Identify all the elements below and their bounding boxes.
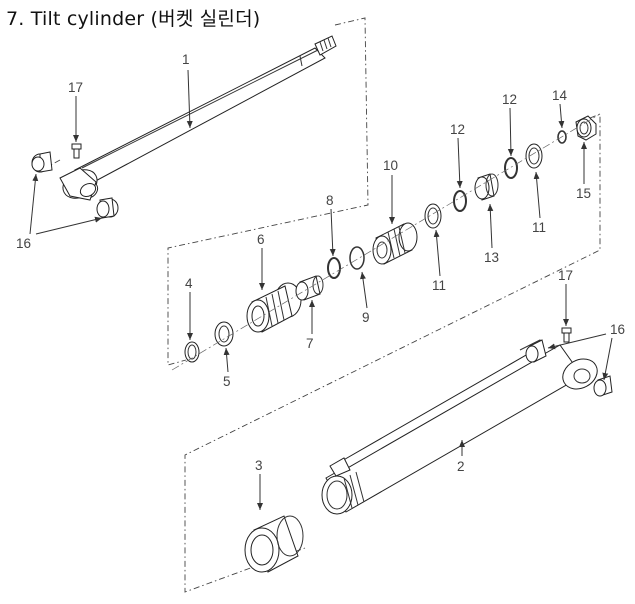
part-label-7: 7: [306, 336, 314, 351]
part-label-16b: 16: [610, 322, 625, 337]
part-label-10: 10: [383, 158, 398, 173]
part-label-17b: 17: [558, 268, 573, 283]
gland-part: [246, 282, 302, 333]
part-label-1: 1: [182, 52, 190, 67]
part-label-6: 6: [257, 232, 265, 247]
part-label-8: 8: [326, 193, 334, 208]
part-number-labels: 1 2 3 4 5 6 7 8 9 10 11 11 12 12 13 14 1…: [16, 52, 625, 474]
seal-parts-4-5: [184, 321, 234, 363]
part-label-11b: 11: [532, 220, 546, 235]
part-label-13: 13: [484, 250, 499, 265]
part-label-11a: 11: [432, 278, 446, 293]
part-label-12a: 12: [450, 122, 465, 137]
spacer-part: [295, 275, 324, 301]
part-label-2: 2: [457, 459, 465, 474]
part-label-12b: 12: [502, 92, 517, 107]
part-label-14: 14: [552, 88, 568, 103]
piston-rod-part: [59, 35, 337, 201]
head-nut-part: [244, 515, 304, 573]
page-title: 7. Tilt cylinder (버켓 실린더): [6, 8, 261, 30]
oring-parts-8-9: [327, 246, 365, 279]
centerline: [171, 113, 601, 371]
part-label-3: 3: [255, 458, 263, 473]
bushing-part-left: [31, 151, 119, 219]
bushing-part-right: [525, 339, 613, 397]
part-label-9: 9: [362, 310, 370, 325]
part-label-4: 4: [185, 276, 193, 291]
part-label-15: 15: [576, 186, 591, 201]
cylinder-tube-part: [321, 327, 598, 515]
nut-washer-parts: [557, 115, 597, 144]
seal-parts-11-12-13: [424, 143, 543, 229]
part-label-17a: 17: [68, 80, 83, 95]
leader-lines: [29, 69, 613, 510]
part-label-16a: 16: [16, 236, 31, 251]
part-label-5: 5: [223, 374, 231, 389]
piston-part: [372, 222, 418, 265]
